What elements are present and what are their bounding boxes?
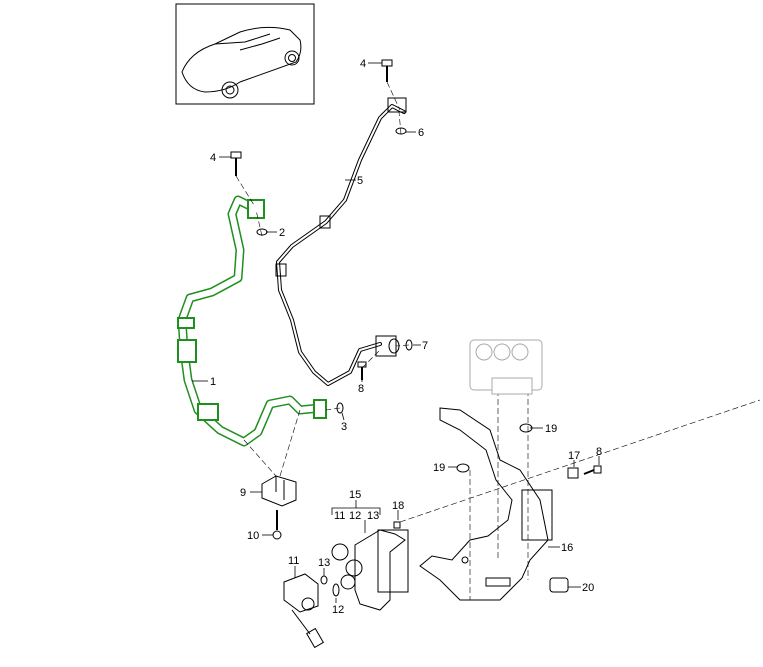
bolt-4-top[interactable] xyxy=(381,59,393,82)
callout-17[interactable]: 17 xyxy=(568,450,580,462)
callout-9[interactable]: 9 xyxy=(240,487,246,499)
callout-15-sub-11[interactable]: 11 xyxy=(334,510,345,522)
callout-16[interactable]: 16 xyxy=(561,542,573,554)
callout-12[interactable]: 12 xyxy=(332,604,344,616)
callout-15-sub-13[interactable]: 13 xyxy=(367,510,379,522)
cap-20[interactable] xyxy=(549,577,569,593)
screw-10[interactable] xyxy=(272,510,282,540)
callout-leaders xyxy=(192,62,600,603)
callout-4-left[interactable]: 4 xyxy=(210,152,216,164)
bolt-8-mid[interactable] xyxy=(357,361,367,380)
callout-8-mid[interactable]: 8 xyxy=(358,383,364,395)
callout-19-left[interactable]: 19 xyxy=(433,462,445,474)
nut-17[interactable] xyxy=(567,467,579,479)
callout-13[interactable]: 13 xyxy=(318,557,330,569)
bolt-8-right[interactable] xyxy=(583,465,602,475)
clamp-9[interactable] xyxy=(261,475,297,507)
callout-20[interactable]: 20 xyxy=(582,582,594,594)
bolt-4-left[interactable] xyxy=(230,151,242,176)
callout-10[interactable]: 10 xyxy=(247,530,259,542)
callout-2[interactable]: 2 xyxy=(279,227,285,239)
callout-11[interactable]: 11 xyxy=(288,555,299,567)
seal-12[interactable] xyxy=(332,583,340,597)
seal-3[interactable] xyxy=(336,402,344,414)
callout-7[interactable]: 7 xyxy=(422,340,428,352)
seal-2[interactable] xyxy=(256,228,268,236)
valve-block-ghost xyxy=(469,339,543,395)
callout-8-right[interactable]: 8 xyxy=(596,446,602,458)
callout-4-top[interactable]: 4 xyxy=(360,58,366,70)
ac-hose-1[interactable] xyxy=(177,195,327,447)
callout-3[interactable]: 3 xyxy=(341,421,347,433)
seal-13[interactable] xyxy=(320,575,328,585)
callout-19-right[interactable]: 19 xyxy=(545,423,557,435)
grommet-19b[interactable] xyxy=(456,463,470,473)
callout-6[interactable]: 6 xyxy=(418,127,424,139)
callout-18[interactable]: 18 xyxy=(392,500,404,512)
callout-1[interactable]: 1 xyxy=(210,376,216,388)
valve-15[interactable] xyxy=(331,529,409,611)
callout-15[interactable]: 15 xyxy=(349,489,361,501)
callout-5[interactable]: 5 xyxy=(357,175,363,187)
bracket-16[interactable] xyxy=(419,407,553,601)
sensor-11[interactable] xyxy=(283,573,325,649)
ac-pipe-5[interactable] xyxy=(275,97,407,386)
clip-18[interactable] xyxy=(393,521,401,529)
callout-15-sub-12[interactable]: 12 xyxy=(349,510,361,522)
car-thumbnail[interactable] xyxy=(175,3,315,105)
